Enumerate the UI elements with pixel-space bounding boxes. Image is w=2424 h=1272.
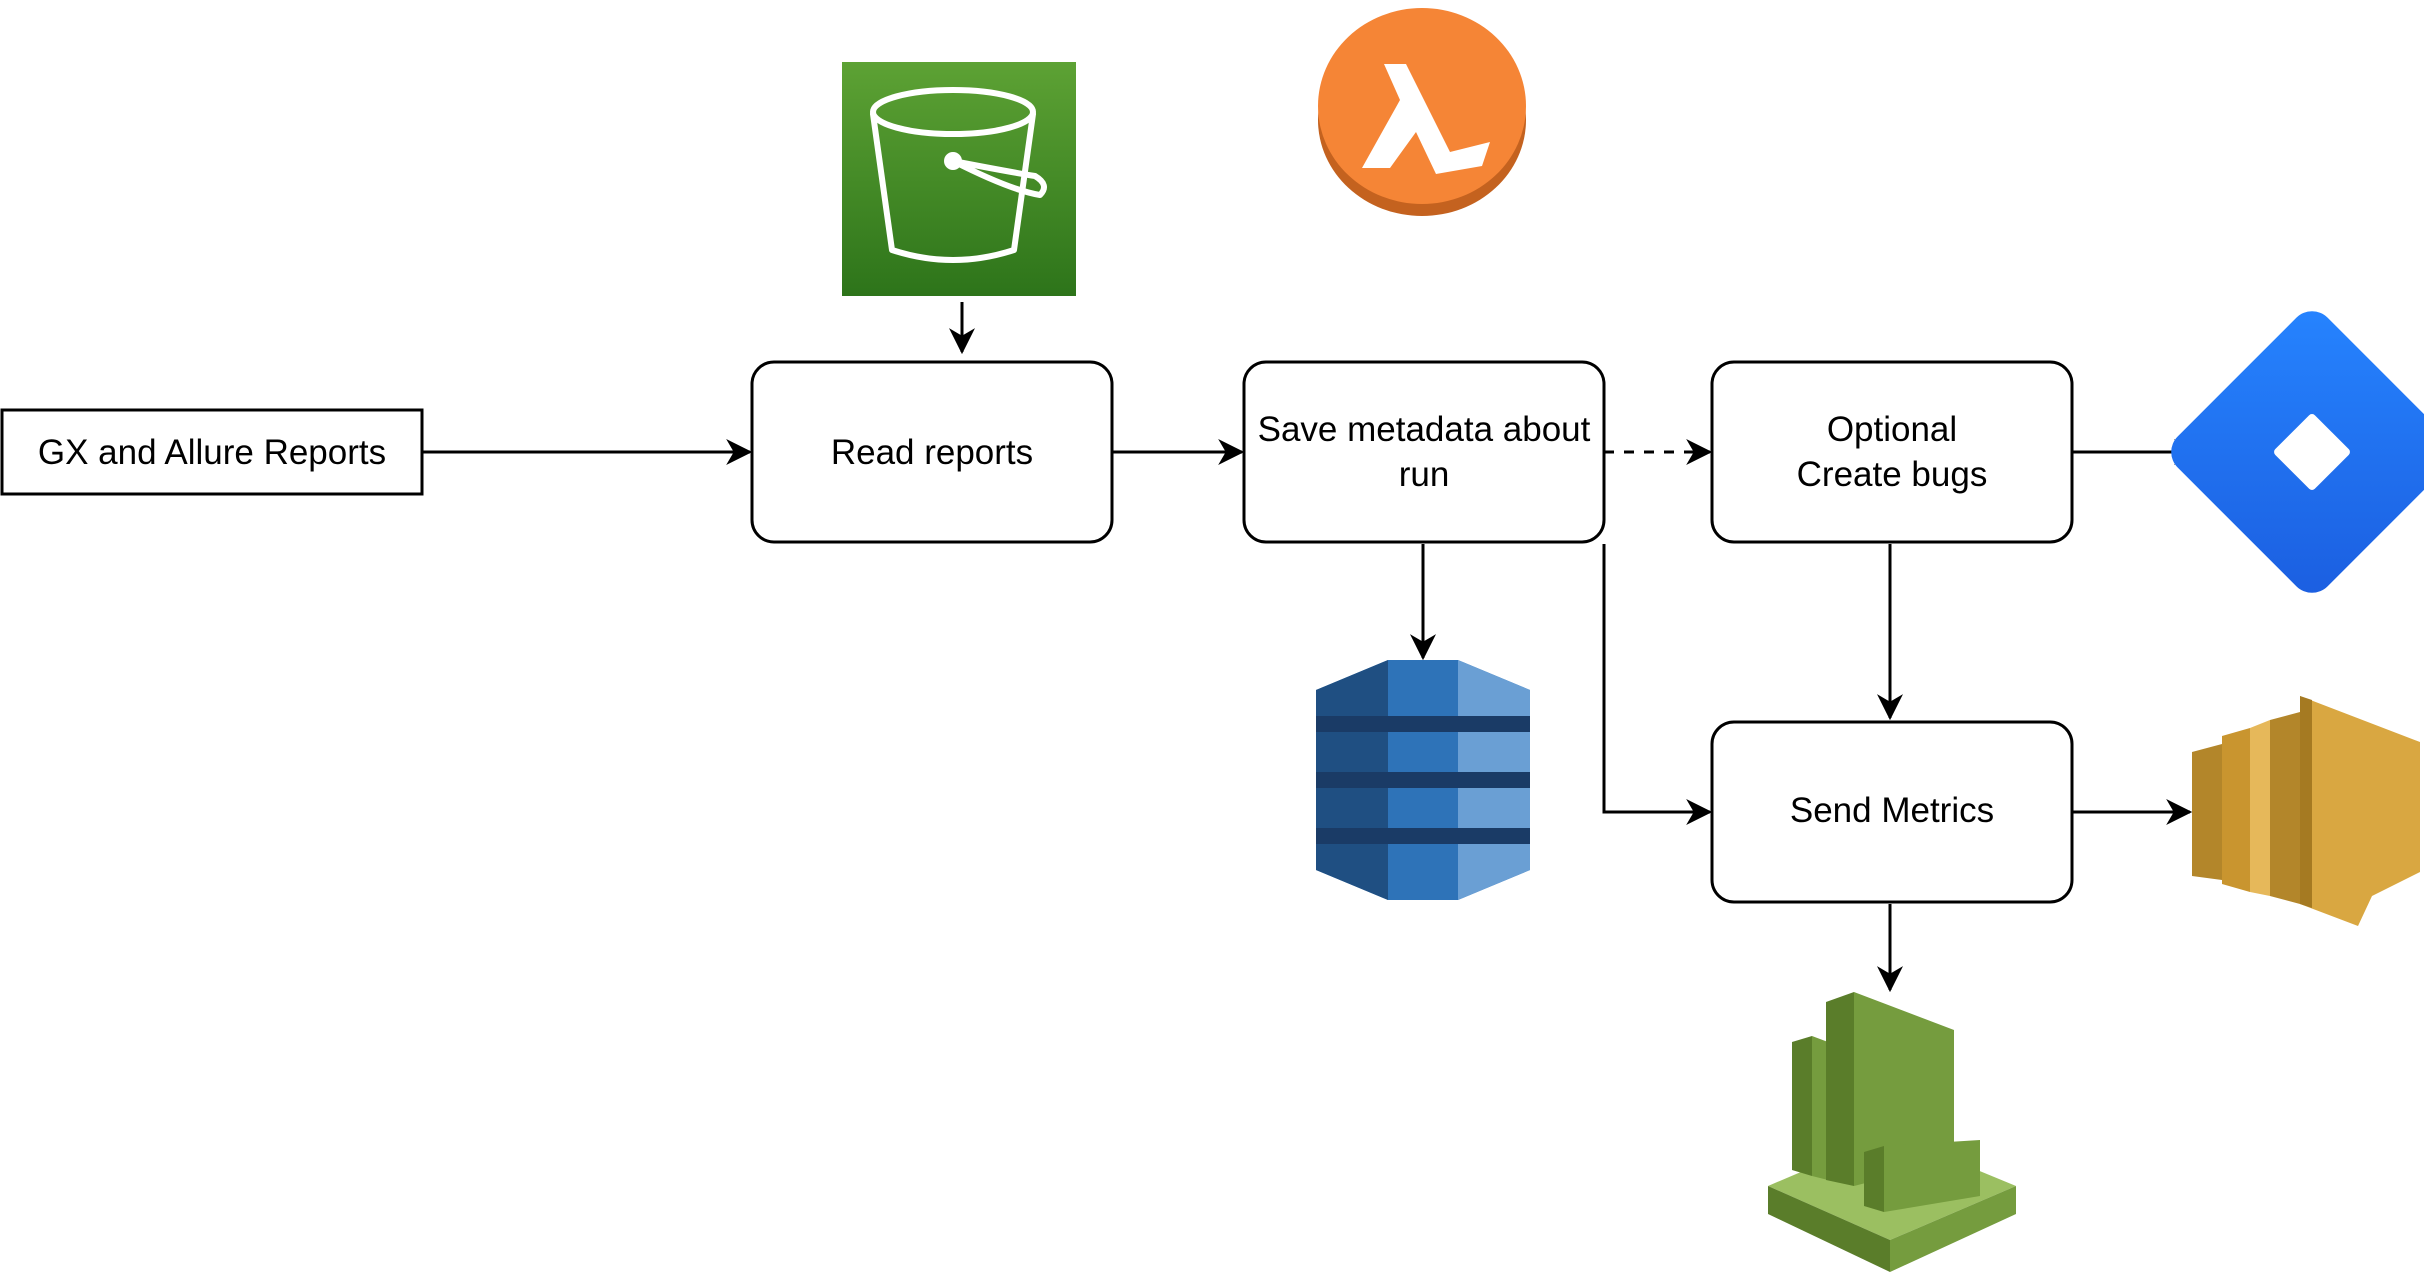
- dynamodb-icon: [1316, 660, 1530, 900]
- node-create-bugs-line2: Create bugs: [1797, 455, 1988, 494]
- node-read-reports-label: Read reports: [831, 433, 1033, 472]
- lambda-icon: [1318, 8, 1526, 216]
- node-create-bugs[interactable]: Optional Create bugs: [1710, 360, 2074, 544]
- cloudwatch-logs-icon: [2192, 696, 2420, 926]
- node-save-metadata-line2: run: [1399, 455, 1450, 494]
- jira-icon: [2171, 311, 2424, 593]
- node-send-metrics[interactable]: Send Metrics: [1710, 720, 2074, 904]
- connectors: [422, 302, 2201, 993]
- node-save-metadata[interactable]: Save metadata about run: [1242, 360, 1606, 544]
- edge-save-to-metrics: [1602, 544, 1713, 825]
- node-read-reports[interactable]: Read reports: [750, 360, 1114, 544]
- node-source-label: GX and Allure Reports: [38, 433, 386, 472]
- s3-bucket-icon: [842, 62, 1076, 296]
- cloudwatch-icon: [1768, 992, 2016, 1272]
- node-source[interactable]: GX and Allure Reports: [0, 408, 424, 496]
- node-send-metrics-label: Send Metrics: [1790, 791, 1994, 830]
- node-create-bugs-line1: Optional: [1827, 410, 1957, 449]
- node-save-metadata-line1: Save metadata about: [1258, 410, 1591, 449]
